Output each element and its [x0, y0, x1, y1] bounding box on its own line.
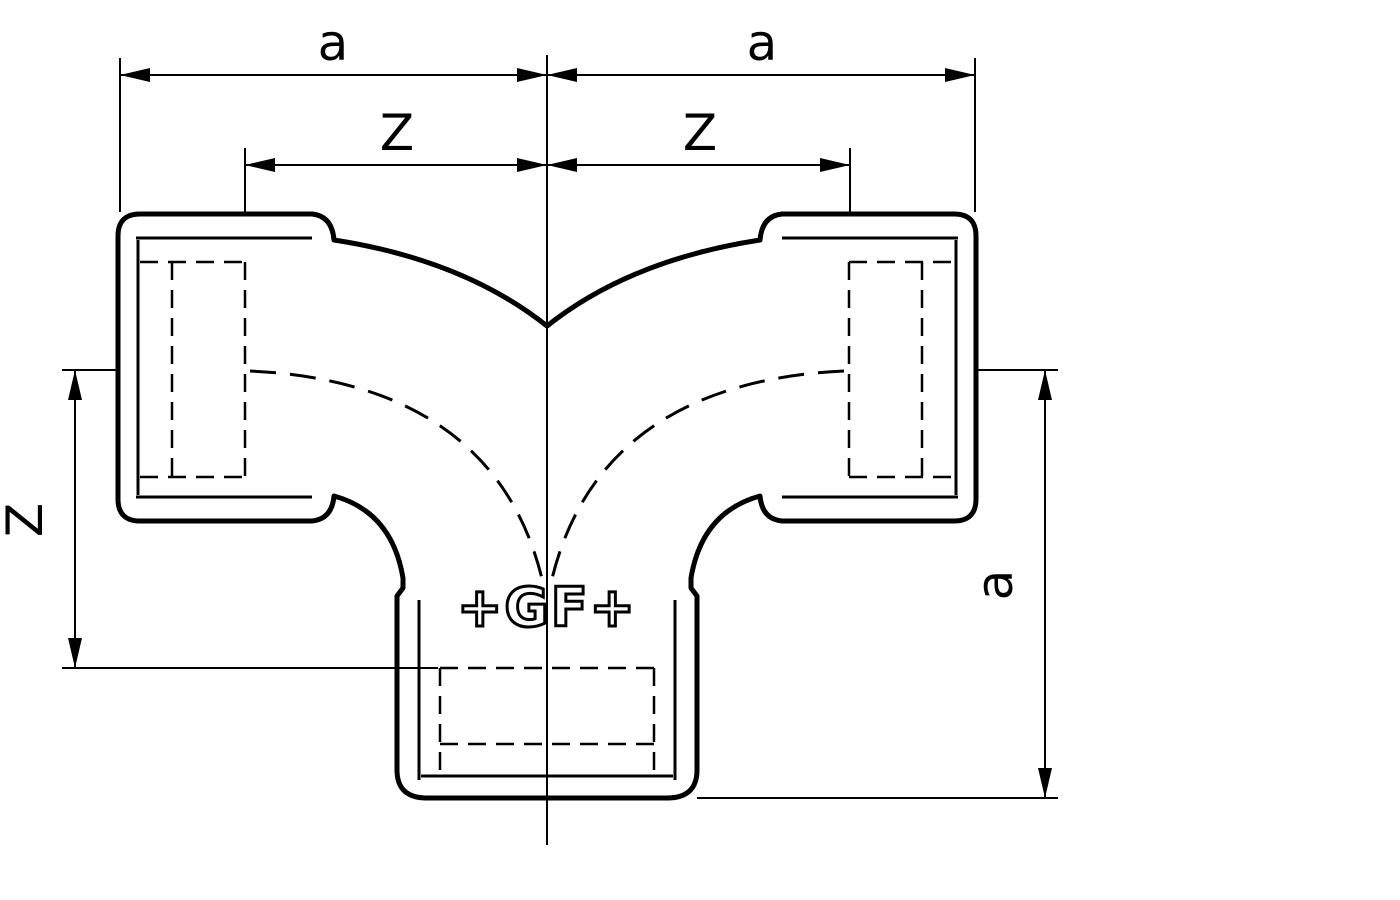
right-bore-sweep	[549, 369, 845, 584]
arrow-icon	[68, 638, 82, 668]
top-right-sweep	[544, 211, 785, 329]
arrow-icon	[1038, 370, 1052, 400]
bore-hidden-curves	[249, 369, 845, 584]
bottom-left-sweep	[309, 493, 430, 801]
top-left-sweep	[309, 211, 550, 329]
gf-logo: +GF+	[457, 576, 637, 639]
thread-hidden-lines	[140, 260, 954, 778]
arrow-icon	[120, 68, 150, 82]
arrow-icon	[945, 68, 975, 82]
dim-label-a-top-right: a	[747, 14, 778, 72]
dimension-arrows	[68, 68, 1052, 798]
dim-label-z-top-right: Z	[683, 104, 717, 162]
left-bore-sweep	[249, 369, 545, 584]
dim-label-a-side-right: a	[966, 570, 1024, 601]
center-lines	[62, 55, 1058, 845]
dimension-labels: a a Z Z Z a	[0, 14, 1024, 600]
arrow-icon	[517, 158, 547, 172]
arrow-icon	[1038, 768, 1052, 798]
socket-band-lines	[136, 236, 958, 780]
arrow-icon	[547, 68, 577, 82]
arrow-icon	[245, 158, 275, 172]
dim-label-z-side-left: Z	[0, 503, 54, 537]
dim-label-z-top-left: Z	[380, 104, 414, 162]
bottom-right-sweep	[664, 493, 785, 801]
dim-label-a-top-left: a	[318, 14, 349, 72]
left-socket-outline	[115, 211, 315, 524]
fitting-outline	[115, 211, 979, 801]
arrow-icon	[820, 158, 850, 172]
arrow-icon	[517, 68, 547, 82]
arrow-icon	[547, 158, 577, 172]
arrow-icon	[68, 370, 82, 400]
right-socket-outline	[779, 211, 979, 524]
dimension-lines	[62, 58, 1058, 799]
